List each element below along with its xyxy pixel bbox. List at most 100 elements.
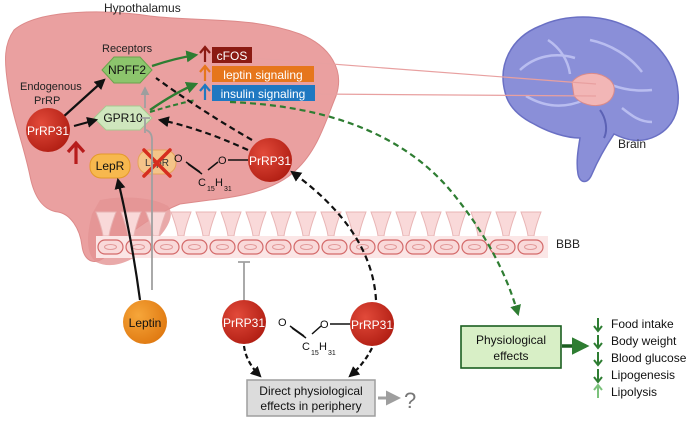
peripheral-prrp31-to-direct-arrow [242, 345, 262, 378]
bbb-tab [220, 211, 242, 237]
up-arrow-icon [66, 140, 86, 164]
leptin-to-lepr-arrow [114, 177, 142, 301]
brain-label: Brain [618, 137, 646, 151]
physiological-effects-box: Physiological effects [460, 325, 562, 369]
bbb-cell [293, 239, 320, 255]
physiological-effects-line1: Physiological [476, 333, 546, 347]
lipid-c: C [302, 341, 310, 353]
bbb-cell [237, 239, 264, 255]
bbb-cell [97, 239, 124, 255]
bbb-cell-nucleus [412, 244, 425, 250]
cfos-signal: cFOS [199, 45, 252, 63]
prrp31-endogenous-label: PrRP31 [27, 124, 69, 138]
prrp31-endogenous-circle: PrRP31 [26, 108, 70, 152]
bbb-label: BBB [556, 237, 580, 251]
lipid-sub-31: 31 [328, 350, 336, 357]
npff2-label: NPFF2 [108, 63, 146, 77]
prrp31-lipidized-brain-label: PrRP31 [249, 154, 291, 168]
effect-item: Food intake [593, 317, 674, 333]
gray-inhibition-gpr10 [140, 117, 150, 133]
lepr-label: LepR [96, 159, 125, 173]
lipid-o-chain: O [320, 319, 329, 331]
lipid-sub-15: 15 [311, 350, 319, 357]
bbb-membrane [95, 211, 548, 258]
bbb-cell-nucleus [104, 244, 117, 250]
bbb-tab [195, 211, 217, 237]
npff2-receptor: NPFF2 [101, 56, 153, 84]
effect-item: Lipolysis [593, 383, 657, 399]
effect-label: Lipogenesis [611, 368, 675, 382]
receptor-to-insulin-dashed-arrow [149, 99, 197, 113]
bbb-cell-nucleus [244, 244, 257, 250]
lipidized-prrp31-to-npff2-arrow [155, 77, 253, 141]
prrp31-lipidized-brain-circle: PrRP31 [248, 138, 292, 182]
down-arrow-icon [593, 369, 603, 384]
lepr-blocked-receptor: LepR [137, 148, 177, 178]
effect-label: Food intake [611, 317, 674, 331]
bbb-cell-nucleus [160, 244, 173, 250]
effect-item: Lipogenesis [593, 368, 675, 384]
bbb-cell-nucleus [440, 244, 453, 250]
prrp31-lipidized-peripheral-label: PrRP31 [351, 318, 393, 332]
up-arrow-icon [199, 45, 211, 62]
leptin-signaling-signal: leptin signaling [199, 64, 314, 82]
question-mark: ? [404, 388, 416, 413]
bbb-cell-nucleus [300, 244, 313, 250]
hypothalamus-label: Hypothalamus [104, 1, 181, 15]
lipid-h: H [215, 177, 223, 189]
cfos-label: cFOS [217, 49, 248, 63]
lipid-h: H [319, 341, 327, 353]
effect-label: Blood glucose [611, 351, 687, 365]
prrp31-to-npff2-arrow [61, 78, 106, 119]
effect-label: Body weight [611, 334, 677, 348]
receptors-label: Receptors [102, 43, 153, 55]
down-arrow-icon [593, 318, 603, 333]
effect-item: Body weight [593, 334, 677, 350]
lipid-sub-15: 15 [207, 186, 215, 193]
bbb-cell [153, 239, 180, 255]
bbb-tab [495, 211, 517, 237]
effect-item: Blood glucose [593, 351, 687, 367]
blocked-cross-icon [142, 148, 172, 178]
lipid-o-ring: O [174, 153, 183, 165]
up-arrow-icon [593, 383, 603, 398]
insulin-to-brain-line [314, 93, 597, 97]
leptin-circle: Leptin [123, 300, 167, 344]
insulin-signaling-signal: insulin signaling [199, 83, 315, 101]
down-arrow-icon [593, 335, 603, 350]
direct-effects-line2: effects in periphery [260, 399, 361, 413]
bbb-cell-nucleus [496, 244, 509, 250]
direct-effects-box: Direct physiological effects in peripher… [246, 379, 376, 417]
lipid-o-ring: O [278, 317, 287, 329]
lipid-sub-31: 31 [224, 186, 232, 193]
bbb-cell [321, 239, 348, 255]
bbb-cell [209, 239, 236, 255]
endogenous-label-line2: PrRP [34, 95, 60, 107]
cfos-to-brain-line [251, 57, 597, 85]
bbb-cell [489, 239, 516, 255]
bbb-cell-nucleus [384, 244, 397, 250]
gpr10-to-signal-arrow [149, 81, 199, 111]
brain-to-physiological-effects-arrow [229, 100, 521, 317]
bbb-tab [345, 211, 367, 237]
down-arrow-icon [593, 352, 603, 367]
lipid-o-chain: O [218, 155, 227, 167]
bbb-cell-nucleus [216, 244, 229, 250]
gray-line-to-receptors [145, 129, 153, 290]
npff2-to-signal-arrow [151, 50, 199, 68]
effect-label: Lipolysis [611, 385, 657, 399]
prrp31-to-gpr10-arrow [73, 117, 99, 128]
direct-effects-line1: Direct physiological [259, 384, 362, 398]
bbb-cell [517, 239, 544, 255]
bbb-tab [395, 211, 417, 237]
insulin-signaling-label: insulin signaling [221, 87, 306, 101]
prrp31-peripheral-circle: PrRP31 [222, 300, 266, 344]
up-arrow-icon [199, 64, 211, 81]
gpr10-label: GPR10 [103, 111, 143, 125]
bbb-tab [320, 211, 342, 237]
bbb-tab [420, 211, 442, 237]
prrp31-peripheral-label: PrRP31 [223, 316, 265, 330]
bbb-cell [461, 239, 488, 255]
endogenous-label-line1: Endogenous [20, 81, 82, 93]
lipid-chain-brain: O O C 15 H 31 [174, 153, 248, 193]
